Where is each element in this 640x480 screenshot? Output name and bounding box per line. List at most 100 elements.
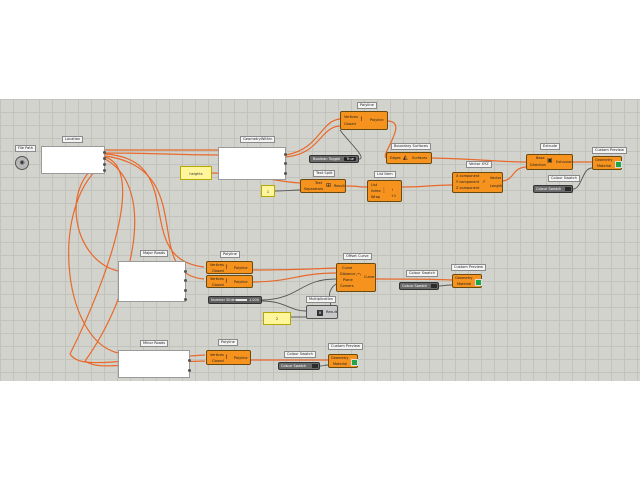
polyline-mid-b-vertices: Vertices [210, 277, 224, 281]
polyline-top-closed: Closed [344, 122, 356, 126]
polyline-top-component[interactable]: Vertices Closed ⌇ Polyline [340, 111, 388, 130]
extrude-icon: ▣ [547, 157, 553, 164]
minor-roads-panel[interactable] [118, 350, 191, 378]
grasshopper-canvas[interactable]: ◉ File Path Location GeometryWithin heig… [0, 99, 640, 381]
colour-swatch-3-chip[interactable] [312, 364, 318, 368]
multiplication-label: Multiplication [306, 296, 337, 303]
major-roads-label: Major Roads [140, 250, 169, 257]
text-split-label: Text Split [313, 170, 336, 177]
custom-preview-3-component[interactable]: Geometry Material [328, 354, 358, 368]
polyline-mid-a-component[interactable]: Vertices Closed ⌇ Polyline [206, 261, 253, 274]
custom-preview-2-component[interactable]: Geometry Material [452, 274, 482, 288]
preview-1-geometry: Geometry [595, 158, 613, 162]
orange-wires [68, 118, 592, 367]
boundary-surfaces-output: Surfaces [412, 156, 428, 160]
wire-layer [68, 118, 593, 367]
polyline-mid-b-closed: Closed [212, 283, 224, 287]
wire-geometry-polyline-top-2 [285, 125, 341, 158]
geometry-within-panel[interactable] [218, 147, 287, 180]
number-slider[interactable]: Number Slider 1.000 [208, 296, 262, 304]
boundary-surfaces-icon: ◭ [403, 154, 408, 161]
boundary-edges: Edges [390, 156, 401, 160]
colour-swatch-3-text: Colour Swatch [281, 364, 307, 368]
list-item-icon: ⋮ [381, 187, 387, 194]
boolean-toggle-value[interactable]: True [344, 157, 356, 161]
vector-length: Length [490, 184, 503, 188]
vector-out: Vector [490, 176, 502, 180]
wire-listitem-vector [401, 184, 453, 188]
geometry-within-label: GeometryWithin [240, 136, 276, 143]
wire-location-left-loop [75, 160, 119, 272]
minor-roads-label: Minor Roads [140, 340, 169, 347]
offset-curve-component[interactable]: Curve Distance Plane Corners ◠ Curve [336, 263, 376, 292]
offset-curve-label: Offset Curve [343, 253, 372, 260]
polyline-icon: ⌇ [360, 116, 363, 123]
colour-swatch-2-chip[interactable] [431, 284, 437, 288]
polyline-mid-a-vertices: Vertices [210, 263, 224, 267]
list-item-component[interactable]: List Index Wrap ⋮ i +1 [367, 180, 402, 202]
location-panel[interactable] [41, 146, 106, 174]
vector-y: Y component [456, 180, 480, 184]
multiplication-result: Result [326, 310, 338, 314]
vector-x: X component [456, 174, 480, 178]
polyline-bot-component[interactable]: Vertices Closed ⌇ Polyline [206, 350, 251, 365]
multiplication-component[interactable]: × Result [306, 305, 338, 319]
colour-swatch-2[interactable]: Colour Swatch [399, 282, 439, 290]
preview-2-material: Material [457, 282, 472, 286]
polyline-icon: ⌇ [225, 354, 228, 361]
polyline-mid-label: Polyline [220, 251, 240, 258]
polyline-icon: ⌇ [225, 264, 228, 271]
wire-swatch-preview-1 [572, 167, 593, 190]
boundary-surfaces-component[interactable]: Edges ◭ Surfaces [386, 152, 432, 164]
offset-curve-in: Curve [342, 266, 353, 270]
number-slider-value: 1.000 [248, 298, 259, 302]
list-item-out-plus: +1 [391, 194, 397, 198]
extrude-component[interactable]: Base Direction ▣ Extrusion [526, 154, 573, 170]
preview-3-geometry: Geometry [331, 356, 349, 360]
number-slider-track[interactable] [236, 299, 247, 301]
preview-3-material: Material [333, 362, 348, 366]
offset-plane: Plane [343, 278, 353, 282]
boolean-toggle-label: Boolean Toggle [313, 157, 341, 161]
wire-swatch-preview-2 [438, 284, 453, 287]
polyline-mid-a-output: Polyline [234, 266, 248, 270]
text-split-text: Text [315, 181, 323, 185]
vector-z: Z component [456, 186, 480, 190]
location-label: Location [62, 136, 84, 143]
file-path-icon[interactable]: ◉ [15, 156, 29, 170]
wire-vector-extrude [502, 166, 527, 182]
wire-location-left-loop-2 [68, 162, 119, 354]
text-split-result: Result [334, 184, 345, 188]
polyline-mid-b-output: Polyline [234, 280, 248, 284]
wire-location-polyline-mid [104, 153, 205, 268]
extrude-direction: Direction [530, 163, 546, 167]
vector-xyz-label: Vector XYZ [466, 161, 492, 168]
polyline-mid-b-component[interactable]: Vertices Closed ⌇ Polyline [206, 275, 253, 288]
colour-swatch-1-chip[interactable] [565, 187, 571, 191]
heights-panel[interactable]: heights [180, 166, 212, 180]
text-split-icon: ⊞ [326, 182, 332, 189]
colour-swatch-2-text: Colour Swatch [402, 284, 428, 288]
major-roads-panel[interactable] [118, 261, 187, 302]
custom-preview-1-component[interactable]: Geometry Material [592, 156, 622, 170]
wire-polyline-boundary [384, 120, 397, 159]
colour-swatch-2-label: Colour Swatch [406, 270, 438, 277]
vector-xyz-component[interactable]: X component Y component Z component ↗ Ve… [452, 172, 503, 193]
wire-poly-offset-2 [252, 272, 337, 283]
colour-swatch-1[interactable]: Colour Swatch [533, 185, 573, 193]
extrude-label: Extrude [540, 143, 561, 150]
wire-textsplit-listitem [345, 185, 368, 188]
polyline-bot-vertices: Vertices [210, 353, 224, 357]
list-item-index: Index [371, 189, 381, 193]
colour-swatch-3-label: Colour Swatch [284, 351, 316, 358]
sticky-number[interactable]: 2 [263, 312, 291, 325]
boolean-toggle[interactable]: Boolean Toggle True [309, 155, 359, 163]
wire-swatch-preview-3 [319, 364, 329, 367]
text-split-component[interactable]: Text Separators ⊞ Result [300, 179, 346, 193]
offset-corners: Corners [340, 284, 354, 288]
custom-preview-icon [351, 359, 358, 366]
polyline-bot-output: Polyline [234, 356, 248, 360]
sticky-small[interactable]: 1 [261, 185, 275, 197]
colour-swatch-3[interactable]: Colour Swatch [278, 362, 320, 370]
wire-slider-mult [261, 300, 307, 312]
